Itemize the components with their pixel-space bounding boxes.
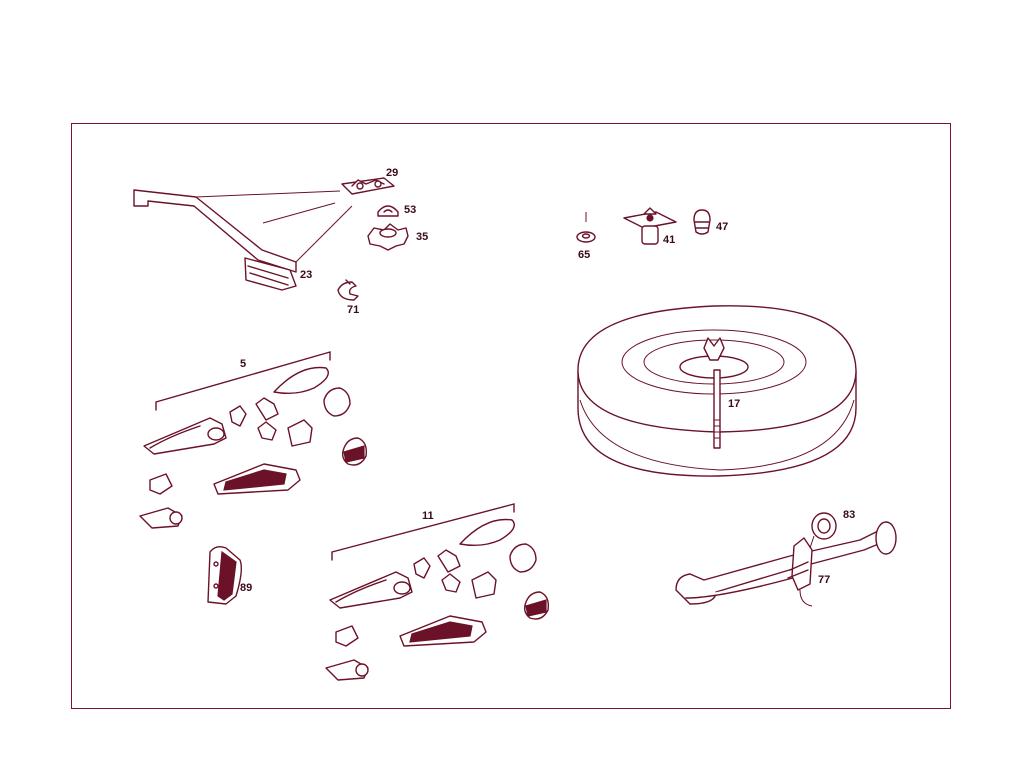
callout-47: 47 [716,221,728,233]
callout-83: 83 [843,509,855,521]
part-77-jack[interactable] [675,521,897,607]
part-83-roller[interactable] [809,512,837,549]
callout-89: 89 [240,582,252,594]
callout-53: 53 [404,204,416,216]
callout-29: 29 [386,167,398,179]
callout-17: 17 [728,398,740,410]
part-23-carrier-frame[interactable] [133,189,353,291]
part-53-washer[interactable] [377,205,399,217]
part-5-lock-set[interactable] [139,351,368,529]
callout-5: 5 [240,358,246,370]
callout-23: 23 [300,269,312,281]
part-35-star-knob[interactable] [367,223,409,251]
callout-65: 65 [578,249,590,261]
part-47-bumper[interactable] [693,209,711,235]
diagram-frame [71,123,951,709]
part-41-wing-plate[interactable] [623,207,677,245]
callout-77: 77 [818,574,830,586]
callout-11: 11 [422,510,434,522]
callout-41: 41 [663,234,675,246]
callout-71: 71 [347,304,359,316]
part-29-mounting-plate[interactable] [341,177,395,195]
callout-35: 35 [416,231,428,243]
part-65-washer[interactable] [576,212,596,243]
part-89-bracket[interactable] [207,545,243,605]
part-11-lock-set[interactable] [325,503,550,681]
part-71-clip[interactable] [337,279,359,301]
part-17-spare-tire[interactable] [577,305,857,477]
